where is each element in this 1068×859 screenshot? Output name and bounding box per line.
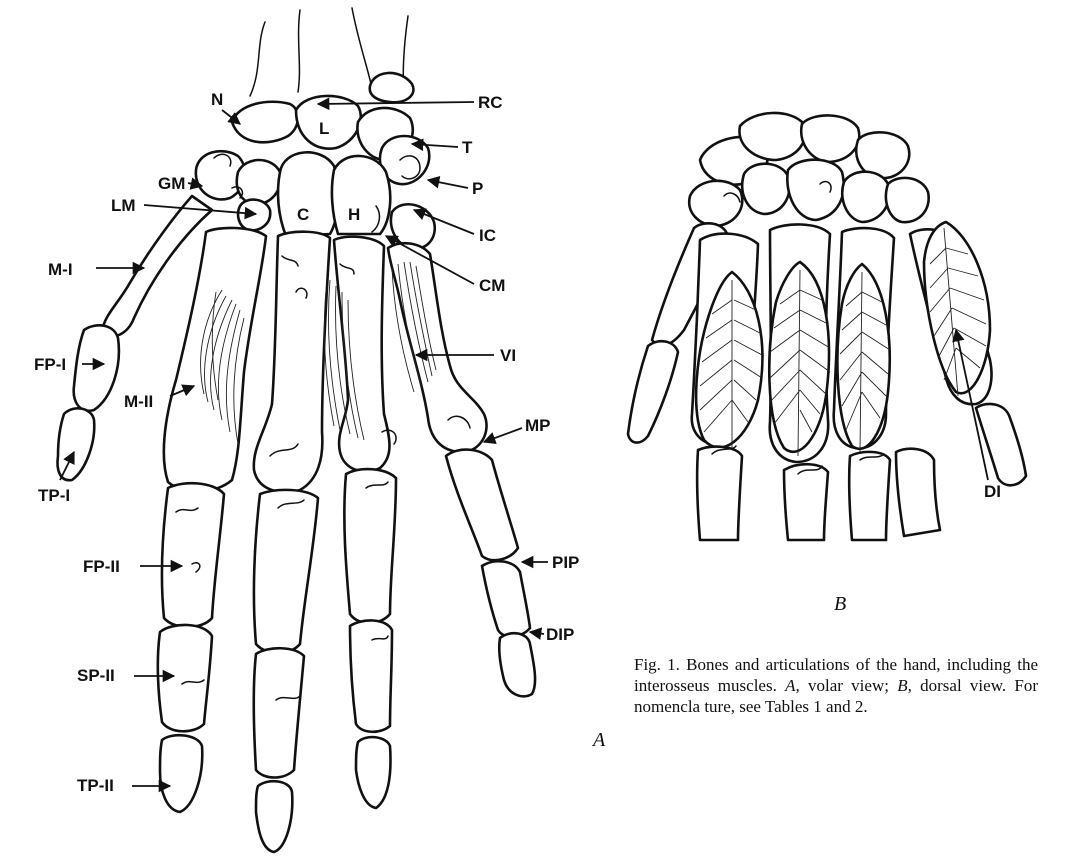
b-carpal-9 <box>886 178 929 222</box>
label-t: T <box>462 138 473 157</box>
b-phalanx-iv-b <box>896 449 940 536</box>
proximal-phalanx-i <box>74 325 119 410</box>
panel-a-volar-view: L C H N GM LM M-I FP-I M-II TP-I FP-II S… <box>34 8 606 852</box>
label-p: P <box>472 179 483 198</box>
label-c: C <box>297 205 309 224</box>
proximal-phalanx-iv <box>344 469 396 623</box>
caption-b-letter: B, <box>897 676 912 695</box>
label-cm: CM <box>479 276 505 295</box>
arrow-dip <box>530 632 544 634</box>
middle-phalanx-iii <box>254 648 304 777</box>
middle-phalanx-ii <box>158 625 212 731</box>
label-tp-ii: TP-II <box>77 776 114 795</box>
label-sp-ii: SP-II <box>77 666 115 685</box>
metacarpal-iv <box>334 237 390 472</box>
proximal-phalanx-v <box>446 450 518 561</box>
arrow-p <box>428 180 468 188</box>
label-di: DI <box>984 482 1001 501</box>
distal-phalanx-iv <box>356 737 390 808</box>
label-l: L <box>319 119 329 138</box>
middle-phalanx-v <box>482 561 530 636</box>
radius-outline <box>250 10 300 96</box>
label-tp-i: TP-I <box>38 486 70 505</box>
carpal-small-lm <box>238 200 270 231</box>
carpal-scaphoid <box>232 102 298 143</box>
label-fp-i: FP-I <box>34 355 66 374</box>
b-carpal-8 <box>842 172 889 222</box>
caption-a-text: volar view; <box>800 676 897 695</box>
b-phalanx-i <box>628 341 678 442</box>
label-h: H <box>348 205 360 224</box>
b-phalanx-iii <box>784 464 828 540</box>
proximal-phalanx-ii <box>162 483 224 627</box>
panel-letter-b: B <box>834 593 846 615</box>
distal-phalanx-ii <box>160 735 202 812</box>
label-pip: PIP <box>552 553 579 572</box>
label-ic: IC <box>479 226 496 245</box>
metacarpal-iii <box>254 232 330 492</box>
b-carpal-7 <box>787 160 843 220</box>
panel-b-dorsal-view: DI B <box>628 113 1026 615</box>
label-fp-ii: FP-II <box>83 557 120 576</box>
b-phalanx-ii <box>697 447 742 540</box>
label-gm: GM <box>158 174 185 193</box>
middle-phalanx-iv <box>350 620 392 731</box>
b-carpal-3 <box>801 115 859 162</box>
label-m-ii: M-II <box>124 392 153 411</box>
label-dip: DIP <box>546 625 574 644</box>
carpal-hamate-h <box>332 156 390 234</box>
carpal-trapezoid <box>237 160 281 204</box>
panel-letter-a: A <box>591 729 606 751</box>
b-phalanx-iv <box>849 452 890 540</box>
proximal-phalanx-iii <box>254 490 318 653</box>
caption-a-letter: A, <box>785 676 800 695</box>
distal-phalanx-i <box>58 408 95 480</box>
b-phalanx-v <box>976 404 1026 485</box>
label-rc: RC <box>478 93 503 112</box>
ulna-head <box>370 73 414 102</box>
label-vi: VI <box>500 346 516 365</box>
label-lm: LM <box>111 196 136 215</box>
b-carpal-5 <box>689 181 742 226</box>
distal-phalanx-iii <box>256 781 292 852</box>
arrow-mp <box>484 428 522 442</box>
figure-caption: Fig. 1. Bones and articulations of the h… <box>634 654 1038 717</box>
distal-phalanx-v <box>499 633 535 696</box>
label-mp: MP <box>525 416 551 435</box>
metacarpal-ii <box>164 228 266 492</box>
label-m-i: M-I <box>48 260 73 279</box>
b-carpal-6 <box>742 164 789 214</box>
label-n: N <box>211 90 223 109</box>
